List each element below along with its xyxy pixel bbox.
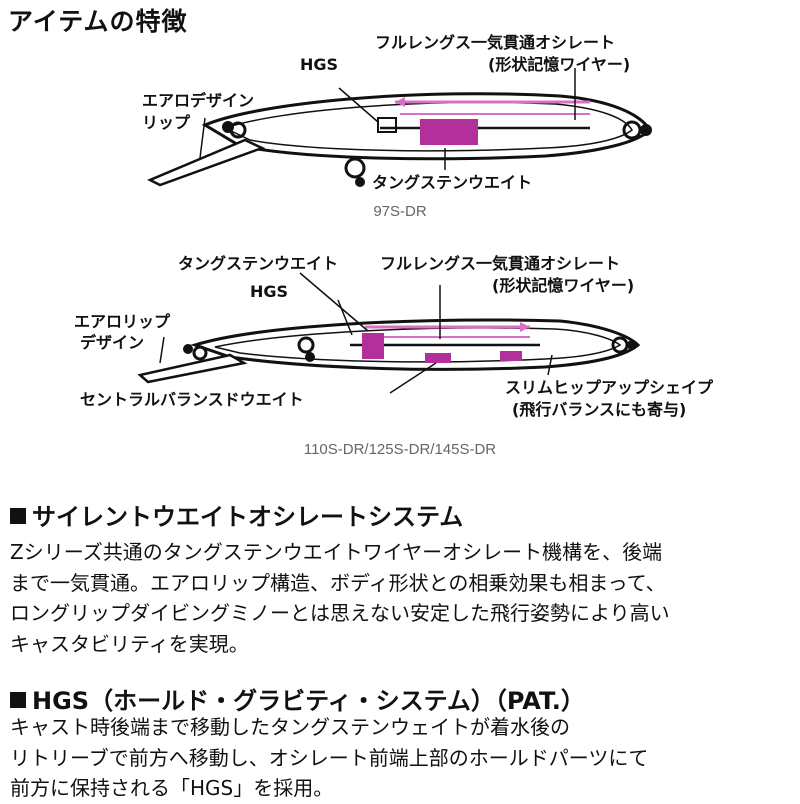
tail-ring bbox=[640, 124, 652, 136]
lure-lip bbox=[137, 353, 248, 384]
label-tungsten: タングステンウエイト bbox=[372, 173, 532, 192]
belly-hook-eye bbox=[297, 336, 315, 354]
lure-body-inner bbox=[222, 101, 633, 152]
belly-ring bbox=[355, 177, 365, 187]
body-line: ロングリップダイビングミノーとは思えない安定した飛行姿勢により高い bbox=[10, 601, 670, 625]
diagram-97s-dr: HGS フルレングス一気貫通オシレート (形状記憶ワイヤー) エアロデザイン リ… bbox=[0, 30, 800, 200]
lure-body-outline bbox=[190, 318, 641, 371]
model-caption-97s-dr: 97S-DR bbox=[373, 203, 427, 220]
central-balance-weight-2 bbox=[500, 351, 522, 361]
lure-diagram-bottom: タングステンウエイト HGS フルレングス一気貫通オシレート (形状記憶ワイヤー… bbox=[74, 254, 714, 419]
body-line: 前方に保持される「HGS」を採用。 bbox=[10, 776, 334, 800]
travel-arrow-head bbox=[520, 322, 530, 332]
body-line: キャスト時後端まで移動したタングステンウェイトが着水後の bbox=[10, 715, 570, 739]
body-line: リトリーブで前方へ移動し、オシレート前端上部のホールドパーツにて bbox=[10, 745, 649, 770]
belly-ring bbox=[305, 352, 315, 362]
section-body-hgs: キャスト時後端まで移動したタングステンウェイトが着水後の リトリーブで前方へ移動… bbox=[10, 712, 790, 804]
label-full-length-1: フルレングス一気貫通オシレート bbox=[380, 254, 620, 273]
model-caption-110s-145s-dr: 110S-DR/125S-DR/145S-DR bbox=[303, 441, 497, 458]
label-aero-lip-1: エアロデザイン bbox=[142, 91, 254, 110]
label-aero-lip-2: リップ bbox=[142, 113, 191, 132]
label-aero-lip-1: エアロリップ bbox=[74, 312, 171, 331]
body-line: まで一気貫通。エアロリップ構造、ボディ形状との相乗効果も相まって、 bbox=[10, 570, 666, 595]
label-slim-hip-1: スリムヒップアップシェイプ bbox=[505, 378, 714, 397]
lure-lip bbox=[147, 138, 266, 187]
split-ring bbox=[222, 121, 234, 133]
label-full-length-2: (形状記憶ワイヤー) bbox=[488, 55, 630, 74]
label-hgs: HGS bbox=[300, 55, 338, 74]
label-full-length-2: (形状記憶ワイヤー) bbox=[492, 276, 634, 295]
label-hgs: HGS bbox=[250, 282, 288, 301]
hgs-hold-part bbox=[377, 117, 397, 133]
page-title: アイテムの特徴 bbox=[8, 7, 188, 36]
label-slim-hip-2: (飛行バランスにも寄与) bbox=[512, 400, 686, 419]
label-tungsten: タングステンウエイト bbox=[178, 254, 338, 273]
tungsten-weight bbox=[362, 333, 384, 359]
tail-ring bbox=[627, 340, 637, 350]
section-body-silent-weight: Zシリーズ共通のタングステンウエイトワイヤーオシレート機構を、後端 まで一気貫通… bbox=[10, 537, 790, 659]
section-title-hgs: HGS（ホールド・グラビティ・システム）（PAT.） bbox=[10, 681, 585, 716]
label-central-balance: セントラルバランスドウエイト bbox=[80, 390, 304, 409]
section-title-silent-weight: サイレントウエイトオシレートシステム bbox=[10, 497, 463, 532]
line-eye bbox=[192, 345, 208, 361]
split-ring bbox=[183, 344, 193, 354]
label-full-length-1: フルレングス一気貫通オシレート bbox=[375, 33, 615, 52]
lure-body-inner bbox=[214, 327, 622, 363]
bullet-square-icon bbox=[10, 508, 26, 524]
travel-arrow-head bbox=[395, 97, 405, 107]
label-aero-lip-2: デザイン bbox=[80, 333, 144, 352]
diagram-110s-145s-dr: タングステンウエイト HGS フルレングス一気貫通オシレート (形状記憶ワイヤー… bbox=[0, 245, 800, 430]
body-line: キャスタビリティを実現。 bbox=[10, 631, 249, 656]
lure-diagram-top: HGS フルレングス一気貫通オシレート (形状記憶ワイヤー) エアロデザイン リ… bbox=[142, 33, 652, 192]
belly-hook-eye bbox=[344, 157, 366, 179]
bullet-square-icon bbox=[10, 692, 26, 708]
tungsten-weight bbox=[420, 119, 478, 145]
body-line: Zシリーズ共通のタングステンウエイトワイヤーオシレート機構を、後端 bbox=[10, 540, 663, 564]
central-balance-weight-1 bbox=[425, 353, 451, 363]
